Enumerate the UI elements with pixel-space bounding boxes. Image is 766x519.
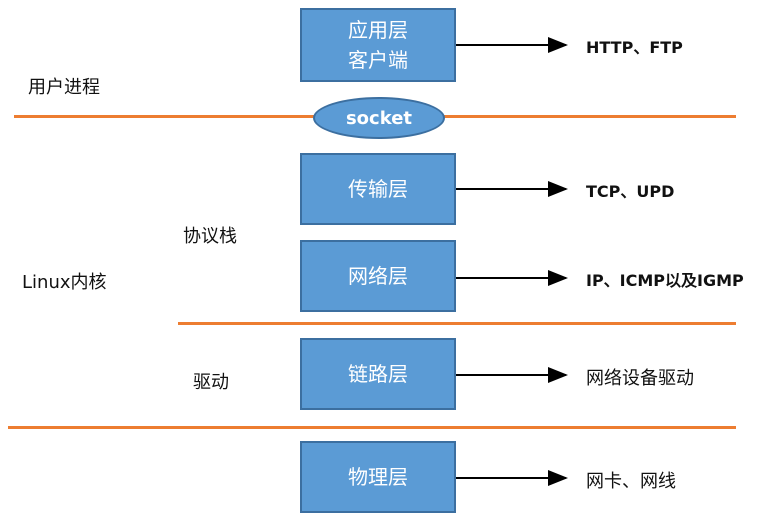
transport-layer-box: 传输层 — [300, 153, 456, 225]
label-driver: 驱动 — [193, 372, 229, 393]
application-layer-box: 应用层 客户端 — [300, 8, 456, 82]
physical-layer-box: 物理层 — [300, 441, 456, 513]
note-application: HTTP、FTP — [586, 38, 683, 57]
note-network: IP、ICMP以及IGMP — [586, 271, 744, 290]
socket-label: socket — [345, 107, 413, 129]
link-layer-box: 链路层 — [300, 338, 456, 410]
note-transport: TCP、UPD — [586, 182, 675, 201]
note-link: 网络设备驱动 — [586, 368, 694, 389]
socket-ellipse: socket — [313, 97, 445, 139]
link-layer-label: 链路层 — [348, 362, 408, 386]
transport-layer-label: 传输层 — [348, 177, 408, 201]
network-layer-box: 网络层 — [300, 240, 456, 312]
client-label: 客户端 — [348, 48, 408, 72]
label-linux-kernel: Linux内核 — [22, 272, 107, 293]
note-physical: 网卡、网线 — [586, 471, 676, 492]
physical-layer-label: 物理层 — [348, 465, 408, 489]
label-protocol-stack: 协议栈 — [183, 226, 237, 247]
separator-kernel-hardware — [8, 426, 736, 429]
separator-stack-driver — [178, 322, 736, 325]
application-layer-label: 应用层 — [348, 18, 408, 42]
network-layer-label: 网络层 — [348, 264, 408, 288]
label-user-process: 用户进程 — [28, 77, 100, 98]
